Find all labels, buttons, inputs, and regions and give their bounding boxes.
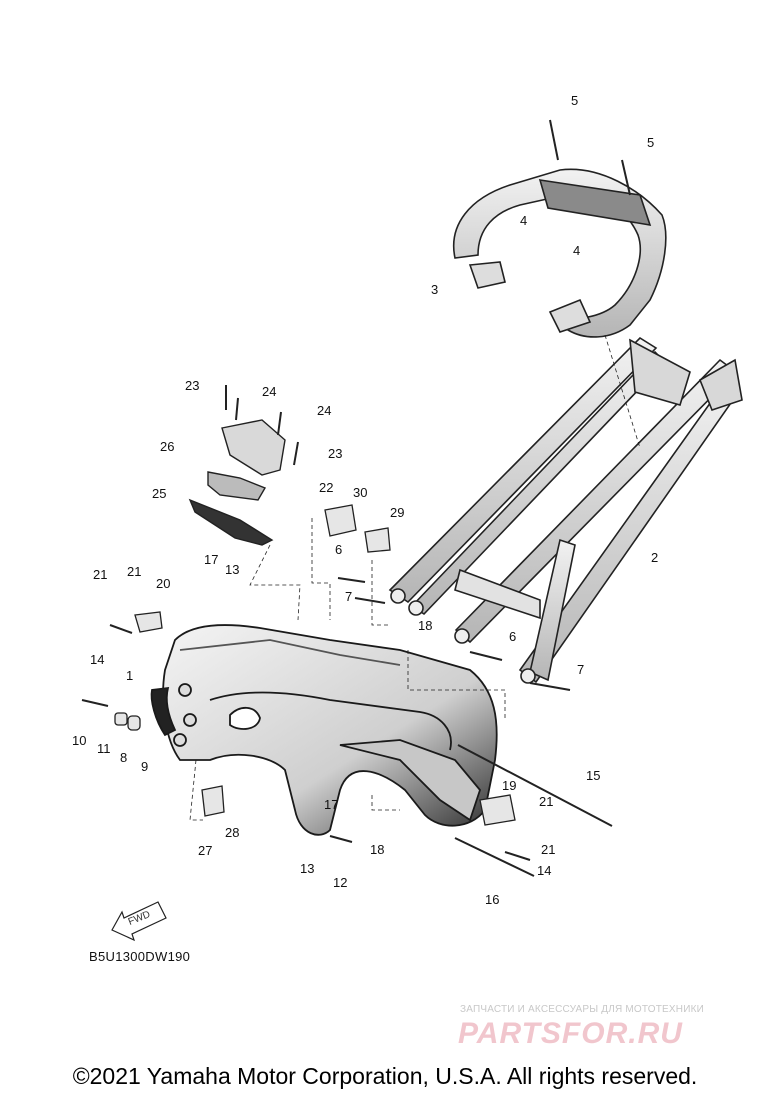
callout-25: 25 [152, 486, 167, 501]
callout-23: 23 [328, 446, 343, 461]
callout-14: 14 [537, 863, 552, 878]
callout-6: 6 [335, 542, 343, 557]
callout-21: 21 [127, 564, 142, 579]
callout-30: 30 [353, 485, 368, 500]
callout-19: 19 [502, 778, 517, 793]
callout-8: 8 [120, 750, 128, 765]
callout-21: 21 [93, 567, 108, 582]
callout-13: 13 [225, 562, 240, 577]
callout-29: 29 [390, 505, 405, 520]
callout-7: 7 [577, 662, 585, 677]
small-parts [114, 504, 516, 826]
fwd-arrow-icon [111, 901, 167, 942]
callout-3: 3 [431, 282, 439, 297]
callout-12: 12 [333, 875, 348, 890]
callout-11: 11 [97, 741, 111, 756]
callout-23: 23 [185, 378, 200, 393]
callout-17: 17 [204, 552, 219, 567]
callout-9: 9 [141, 759, 149, 774]
callout-24: 24 [262, 384, 277, 399]
callout-17: 17 [324, 797, 339, 812]
callout-5: 5 [647, 135, 655, 150]
watermark-subtitle: ЗАПЧАСТИ И АКСЕССУАРЫ ДЛЯ МОТОТЕХНИКИ [460, 1004, 705, 1015]
callout-26: 26 [160, 439, 175, 454]
callout-16: 16 [485, 892, 500, 907]
callout-2: 2 [651, 550, 659, 565]
callout-6: 6 [509, 629, 517, 644]
rear-grab-handle [453, 168, 667, 338]
callout-28: 28 [225, 825, 240, 840]
callout-24: 24 [317, 403, 332, 418]
bolts [81, 119, 631, 877]
callout-4: 4 [573, 243, 581, 258]
callout-1: 1 [126, 668, 134, 683]
callout-22: 22 [319, 480, 334, 495]
callout-20: 20 [156, 576, 171, 591]
callout-21: 21 [539, 794, 554, 809]
callout-13: 13 [300, 861, 315, 876]
callout-18: 18 [370, 842, 385, 857]
leader-lines [189, 334, 641, 821]
callout-14: 14 [90, 652, 105, 667]
callout-10: 10 [72, 733, 87, 748]
diagram-code: B5U1300DW190 [89, 949, 191, 964]
callout-21: 21 [541, 842, 556, 857]
callout-4: 4 [520, 213, 528, 228]
callout-27: 27 [198, 843, 213, 858]
upper-bracket [188, 419, 286, 546]
copyright-notice: ©2021 Yamaha Motor Corporation, U.S.A. A… [72, 1063, 698, 1089]
watermark-logo: PARTSFOR.RU [458, 1017, 683, 1050]
rear-subframe [388, 336, 743, 684]
main-frame [150, 624, 498, 836]
callout-5: 5 [571, 93, 579, 108]
callout-15: 15 [586, 768, 601, 783]
callout-18: 18 [418, 618, 433, 633]
callout-7: 7 [345, 589, 353, 604]
